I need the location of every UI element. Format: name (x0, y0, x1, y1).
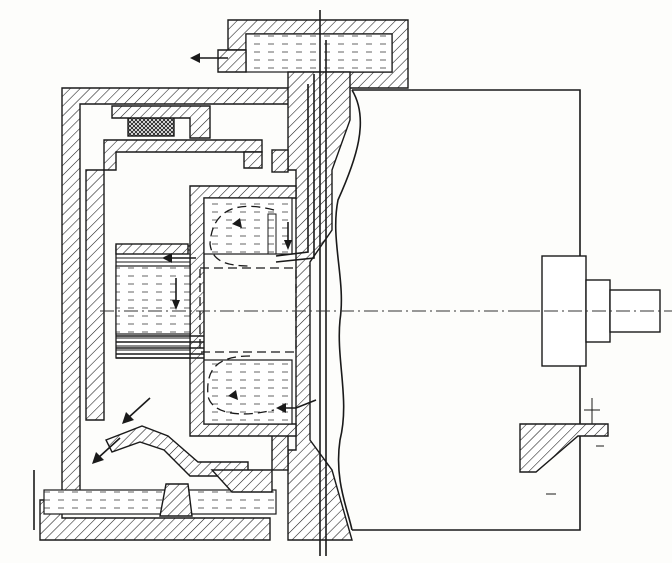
flow-arrows (92, 53, 317, 464)
inner-cavity-arrow-bottom (207, 355, 275, 415)
vertical-shaft-tube (271, 10, 353, 556)
pump-inlet-arrow (162, 253, 196, 310)
leak-arrow-lower (92, 437, 121, 464)
drive-shaft (520, 255, 672, 367)
reservoir-outlet-arrow (190, 53, 228, 63)
leak-arrow-upper (122, 397, 151, 424)
inner-cavity-arrow-top (209, 205, 292, 267)
return-arrow (276, 399, 317, 413)
housing (39, 87, 301, 541)
bottom-sump (33, 469, 277, 530)
turbine-runner (189, 185, 297, 437)
impeller-pump (100, 267, 540, 353)
support-bracket (519, 423, 609, 473)
